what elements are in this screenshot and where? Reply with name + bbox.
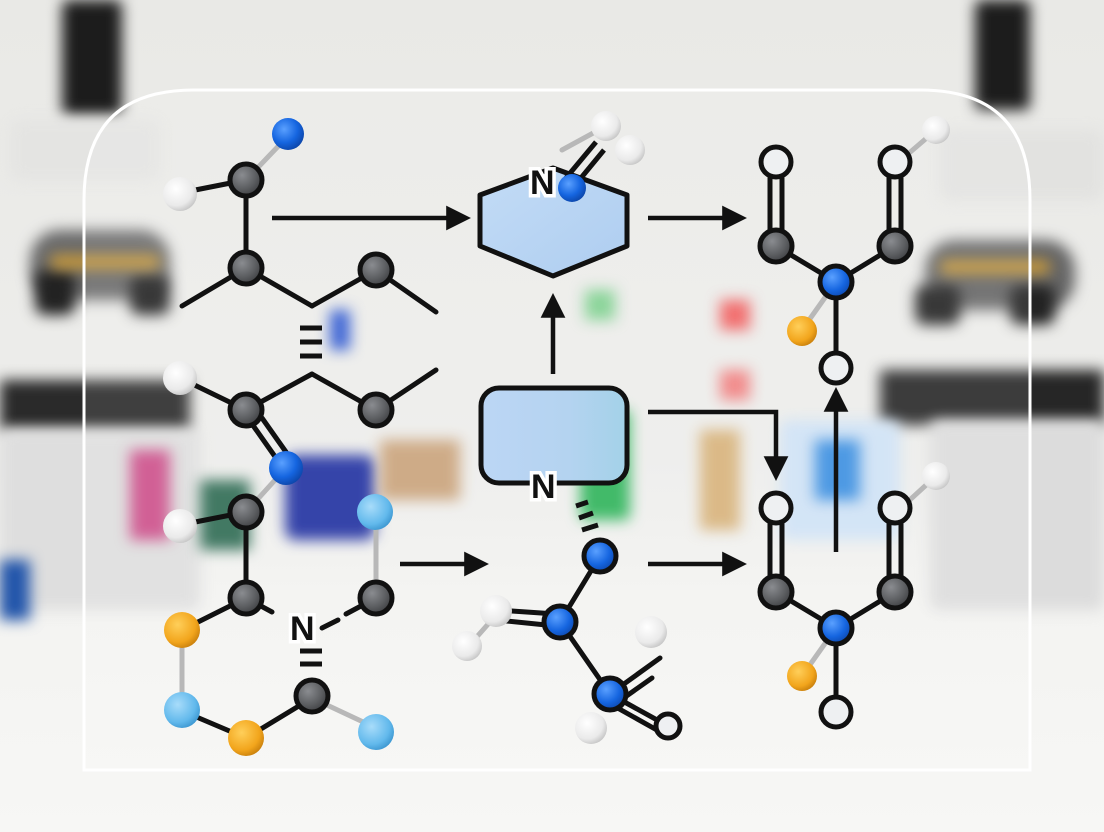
arrow-rect-to-bottom-right [648, 409, 789, 481]
hash-wedges [300, 325, 599, 667]
hydrogen-atom [615, 135, 645, 165]
ball-atoms [163, 116, 950, 756]
ring-nitrogen-atom [558, 174, 586, 202]
hexagon-ring [477, 165, 630, 279]
ring-nitrogen-label: N [530, 164, 555, 202]
reaction-arrows [272, 205, 849, 577]
rounded-rect-node [478, 385, 630, 486]
hydrogen-atom [591, 111, 621, 141]
nitrogen-atoms-outlined [541, 263, 855, 713]
rect-nitrogen-label: N [531, 468, 556, 506]
left-ring-nitrogen-label: N [290, 610, 315, 648]
carbon-atoms [227, 161, 914, 715]
open-atoms [653, 144, 913, 741]
